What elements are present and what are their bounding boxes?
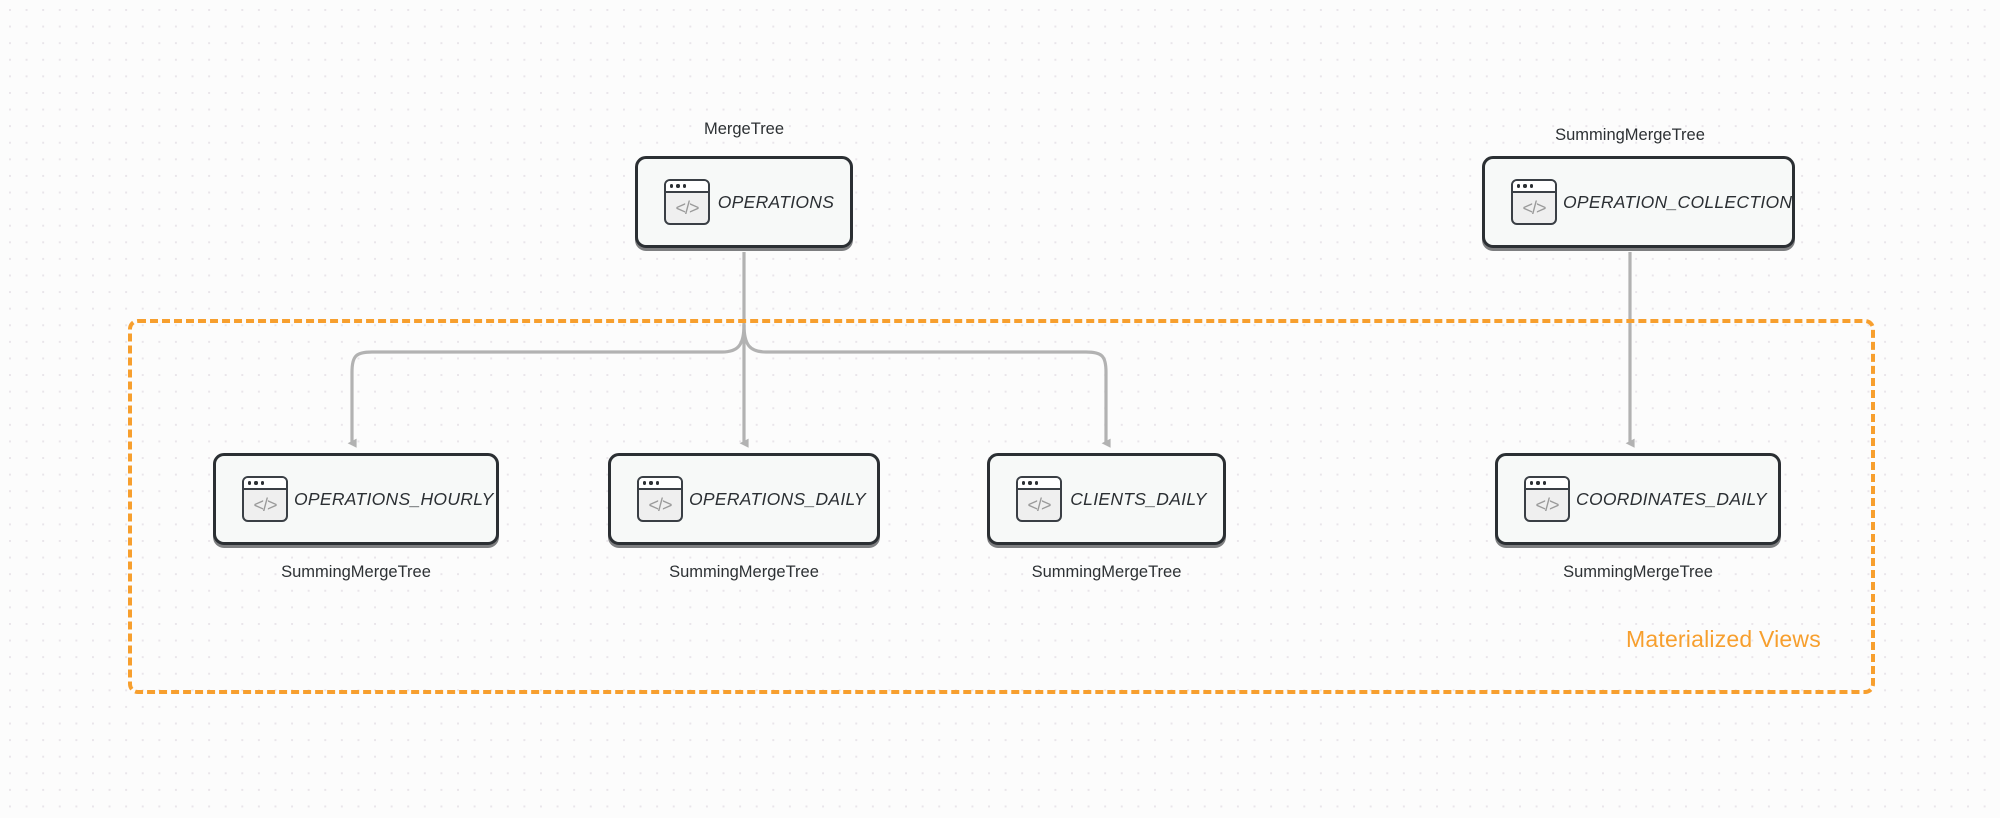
node-operations-daily[interactable]: </> OPERATIONS_DAILY (608, 453, 880, 545)
node-label: OPERATIONS (717, 191, 835, 212)
materialized-views-group[interactable] (128, 319, 1875, 694)
icon-dot (649, 481, 653, 485)
icon-code-glyph: </> (675, 197, 699, 218)
node-operations[interactable]: </> OPERATIONS (635, 156, 853, 248)
icon-title-bar (1526, 478, 1568, 490)
icon-dot (1022, 481, 1026, 485)
icon-code-glyph: </> (1027, 494, 1051, 515)
engine-caption-operations: MergeTree (703, 120, 785, 138)
icon-title-bar (1513, 181, 1555, 193)
icon-code-glyph: </> (648, 494, 672, 515)
engine-caption-operation-collection: SummingMergeTree (1555, 126, 1705, 144)
icon-title-bar (666, 181, 708, 193)
code-window-icon: </> (664, 179, 710, 225)
node-label: COORDINATES_DAILY (1576, 488, 1767, 509)
icon-code-glyph: </> (253, 494, 277, 515)
icon-dot (1034, 481, 1039, 485)
engine-caption-coordinates-daily: SummingMergeTree (1563, 563, 1713, 581)
icon-title-bar (639, 478, 681, 490)
icon-dot (676, 184, 680, 188)
node-operation-collection[interactable]: </> OPERATION_COLLECTION (1482, 156, 1795, 248)
node-label: OPERATIONS_DAILY (689, 488, 866, 509)
icon-dot (1517, 184, 1521, 188)
icon-dot (1542, 481, 1547, 485)
icon-dot (655, 481, 660, 485)
engine-caption-operations-daily: SummingMergeTree (669, 563, 819, 581)
icon-dot (248, 481, 252, 485)
icon-dot (1028, 481, 1032, 485)
code-window-icon: </> (1524, 476, 1570, 522)
code-window-icon: </> (1016, 476, 1062, 522)
node-operations-hourly[interactable]: </> OPERATIONS_HOURLY (213, 453, 499, 545)
icon-title-bar (244, 478, 286, 490)
icon-code-glyph: </> (1522, 197, 1546, 218)
materialized-views-group-label: Materialized Views (1626, 626, 1821, 652)
code-window-icon: </> (637, 476, 683, 522)
node-label: OPERATION_COLLECTION (1563, 191, 1793, 212)
icon-dot (1530, 481, 1534, 485)
icon-dot (260, 481, 265, 485)
node-clients-daily[interactable]: </> CLIENTS_DAILY (987, 453, 1226, 545)
code-window-icon: </> (1511, 179, 1557, 225)
node-coordinates-daily[interactable]: </> COORDINATES_DAILY (1495, 453, 1781, 545)
node-label: OPERATIONS_HOURLY (294, 488, 494, 509)
node-label: CLIENTS_DAILY (1070, 488, 1207, 509)
engine-caption-operations-hourly: SummingMergeTree (281, 563, 431, 581)
icon-dot (1536, 481, 1540, 485)
icon-dot (643, 481, 647, 485)
icon-code-glyph: </> (1535, 494, 1559, 515)
icon-title-bar (1018, 478, 1060, 490)
icon-dot (254, 481, 258, 485)
engine-caption-clients-daily: SummingMergeTree (1031, 563, 1182, 581)
icon-dot (1523, 184, 1527, 188)
code-window-icon: </> (242, 476, 288, 522)
icon-dot (1529, 184, 1534, 188)
icon-dot (670, 184, 674, 188)
icon-dot (682, 184, 687, 188)
